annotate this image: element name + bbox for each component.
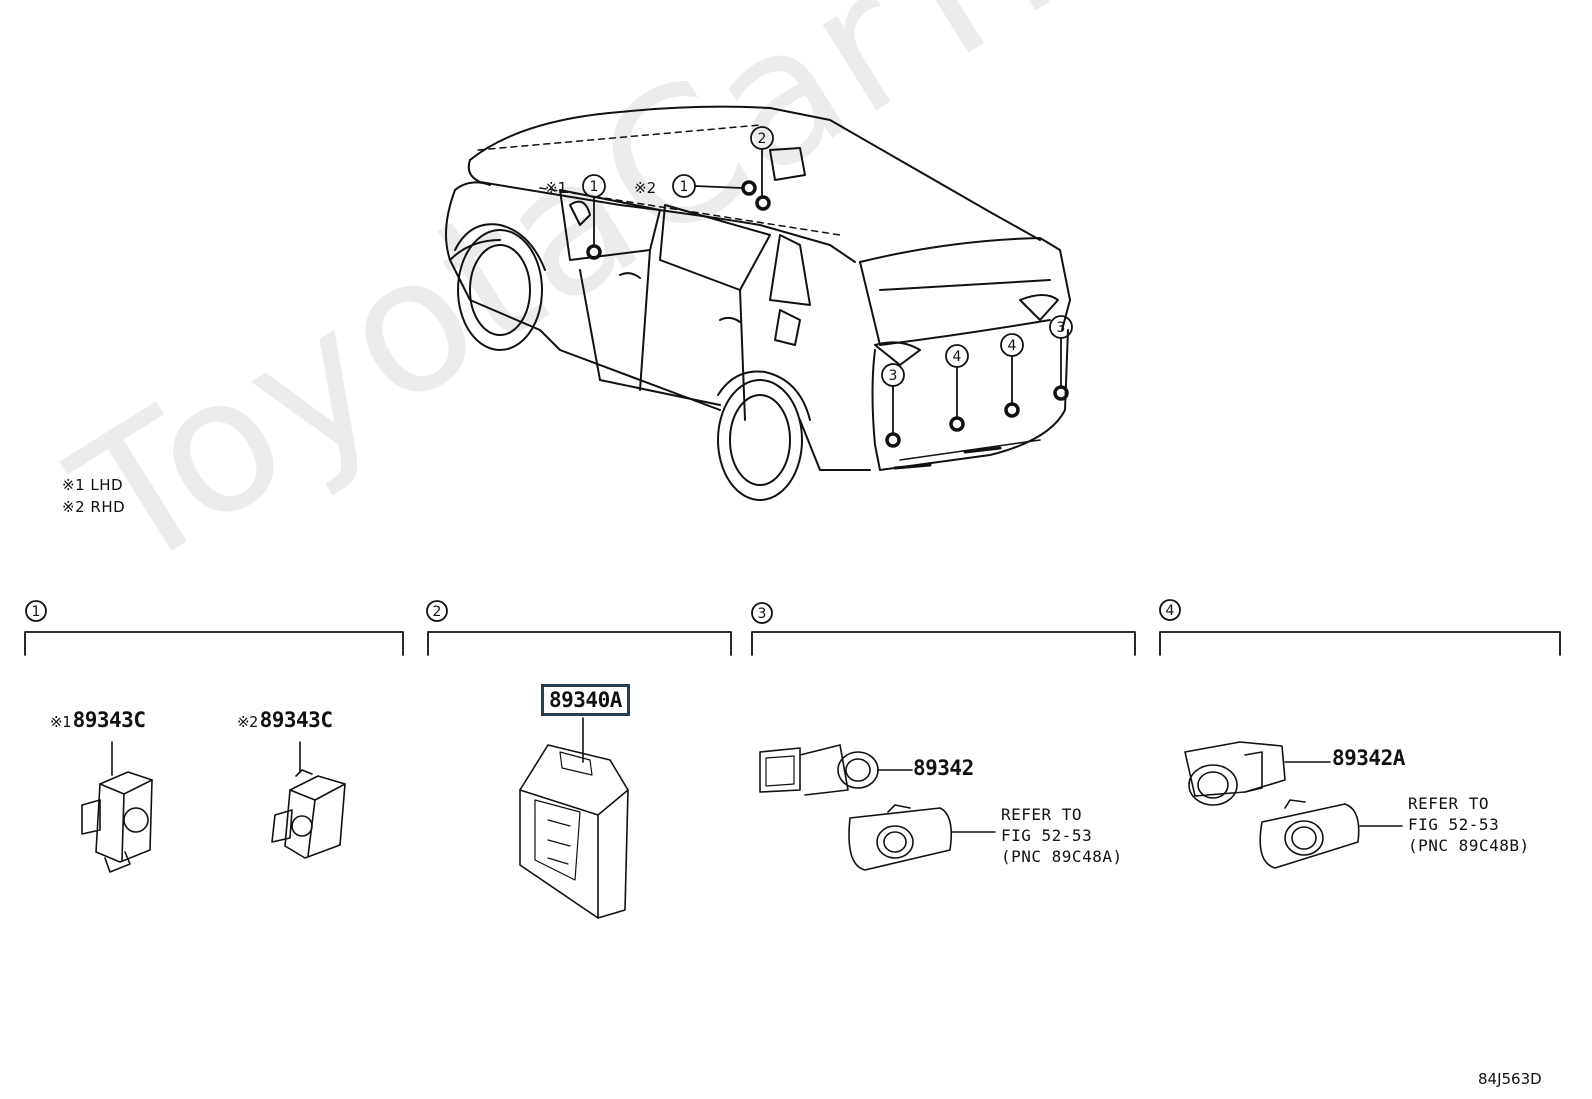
- section-4-number: 4: [1166, 603, 1175, 619]
- diagram-code: 84J563D: [1478, 1070, 1542, 1088]
- part-89340a-module: [519, 717, 629, 919]
- part-89343c-lhd: [81, 741, 153, 873]
- part-number-89343c-lhd[interactable]: ※189343C: [50, 708, 146, 732]
- legend-rhd: ※2 RHD: [62, 498, 126, 516]
- vehicle-callout-4-left: 4: [953, 349, 962, 365]
- refer-note-89c48b[interactable]: REFER TO FIG 52-53 (PNC 89C48B): [1408, 794, 1530, 855]
- vehicle-callout-1-rhd: 1: [680, 179, 689, 195]
- part-89342a-sensor: [1184, 741, 1403, 869]
- vehicle-label-rhd: ※2: [634, 179, 656, 197]
- part-89342-sensor: [759, 744, 996, 871]
- part-number-89340a[interactable]: 89340A: [541, 684, 630, 716]
- part-number-89342[interactable]: 89342: [913, 756, 974, 780]
- refer-note-89c48a[interactable]: REFER TO FIG 52-53 (PNC 89C48A): [1001, 805, 1123, 866]
- vehicle-callout-3-right: 3: [1057, 320, 1066, 336]
- vehicle-callouts: [582, 126, 1073, 448]
- vehicle-illustration: [445, 105, 1071, 501]
- vehicle-callout-2: 2: [758, 131, 767, 147]
- section-brackets: [24, 599, 1561, 656]
- vehicle-callout-1-lhd: 1: [590, 179, 599, 195]
- section-2-number: 2: [433, 604, 442, 620]
- section-1-number: 1: [32, 604, 41, 620]
- section-3-number: 3: [758, 606, 767, 622]
- vehicle-label-lhd: ※1: [545, 179, 567, 197]
- part-89343c-rhd: [271, 741, 346, 859]
- vehicle-callout-4-right: 4: [1008, 338, 1017, 354]
- legend-lhd: ※1 LHD: [62, 476, 124, 494]
- part-number-89343c-rhd[interactable]: ※289343C: [237, 708, 333, 732]
- part-number-89342a[interactable]: 89342A: [1332, 746, 1405, 770]
- vehicle-callout-3-left: 3: [889, 368, 898, 384]
